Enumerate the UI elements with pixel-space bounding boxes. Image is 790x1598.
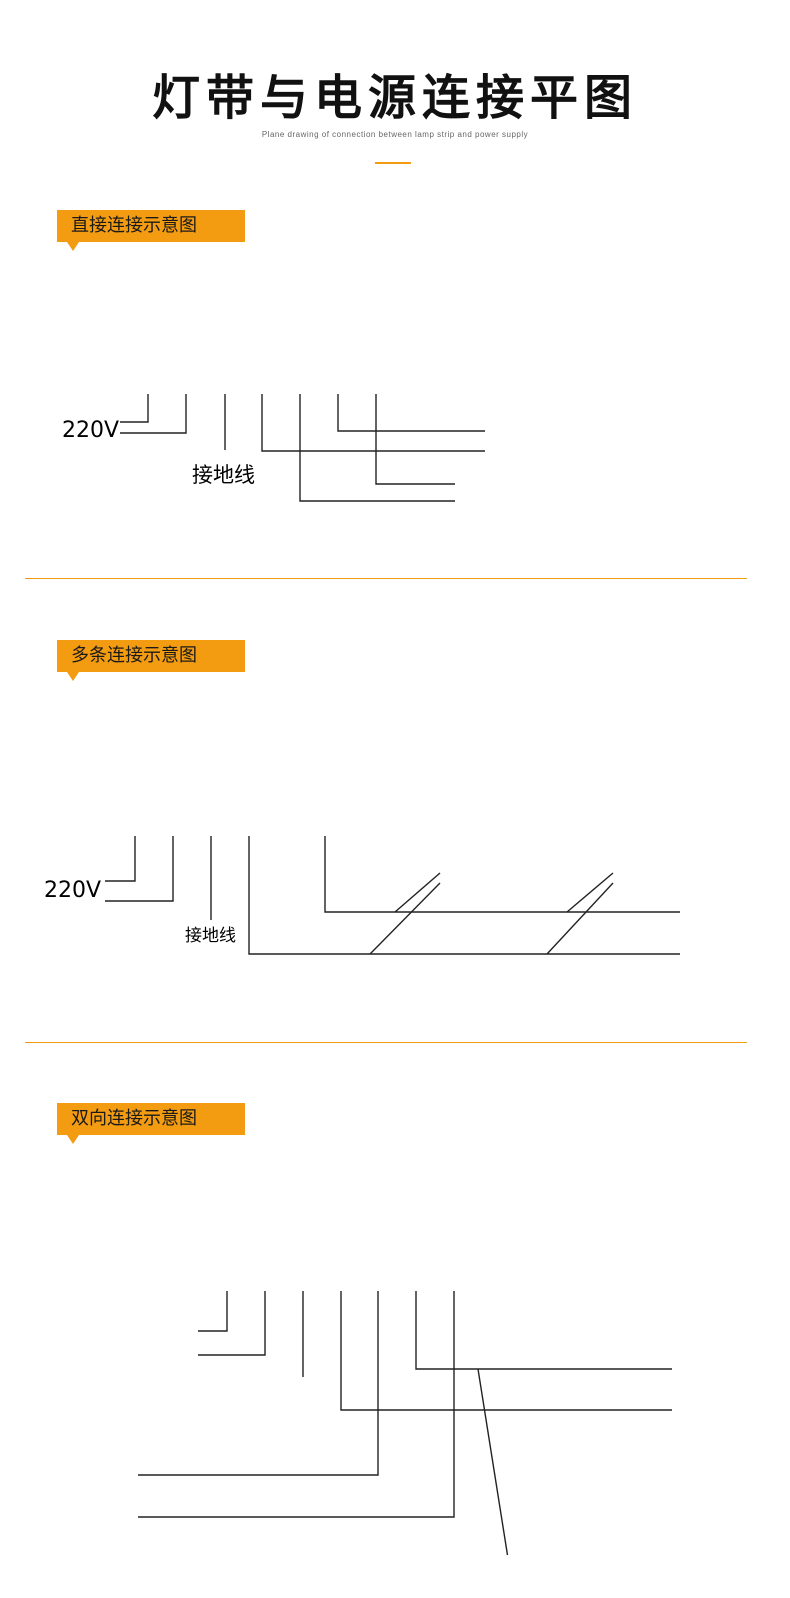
negative-wire-strip-2 — [299, 394, 455, 502]
live-wire — [198, 1291, 228, 1332]
negative-wire-strip-1 — [261, 394, 485, 452]
multiple-connection-diagram: 220V 接地线 — [44, 836, 680, 955]
live-wire — [120, 394, 149, 423]
bidirectional-connection-diagram — [138, 1291, 672, 1555]
strip-1-plus-lead — [394, 872, 441, 913]
left-negative-bus — [138, 1291, 379, 1476]
strip-1-minus-lead — [369, 882, 441, 955]
voltage-label: 220V — [62, 418, 119, 443]
section-divider — [25, 578, 747, 579]
page-subtitle: Plane drawing of connection between lamp… — [261, 130, 529, 139]
neutral-wire — [120, 394, 187, 434]
section-tag-bidirectional: 双向连接示意图 — [57, 1103, 245, 1144]
left-positive-bus — [138, 1291, 455, 1518]
neutral-wire — [198, 1291, 266, 1356]
positive-wire-strip-2 — [375, 394, 455, 485]
right-strip-1-plus-lead — [477, 1368, 509, 1555]
positive-wire-strip-1 — [337, 394, 485, 432]
title-accent-bar — [375, 162, 411, 164]
wires — [138, 1291, 672, 1518]
section-divider — [25, 1042, 747, 1043]
direct-connection-diagram: 220V 接地线 — [62, 394, 485, 502]
section-tag-multiple: 多条连接示意图 — [57, 640, 245, 681]
neutral-wire — [105, 836, 174, 902]
right-negative-bus — [340, 1291, 672, 1411]
wires — [120, 394, 485, 502]
section-tag-direct: 直接连接示意图 — [57, 210, 245, 251]
ground-wire-label: 接地线 — [192, 463, 255, 487]
negative-bus-wire — [248, 836, 680, 955]
strip-2-minus-lead — [546, 882, 614, 955]
positive-bus-wire — [324, 836, 680, 913]
live-wire — [105, 836, 136, 882]
wires — [105, 836, 680, 955]
strip-leads — [477, 1368, 509, 1555]
page-title: 灯带与电源连接平图 — [151, 70, 638, 126]
right-positive-bus — [415, 1291, 672, 1370]
voltage-label: 220V — [44, 878, 101, 903]
strip-2-plus-lead — [566, 872, 614, 913]
ground-wire-label: 接地线 — [185, 926, 236, 946]
